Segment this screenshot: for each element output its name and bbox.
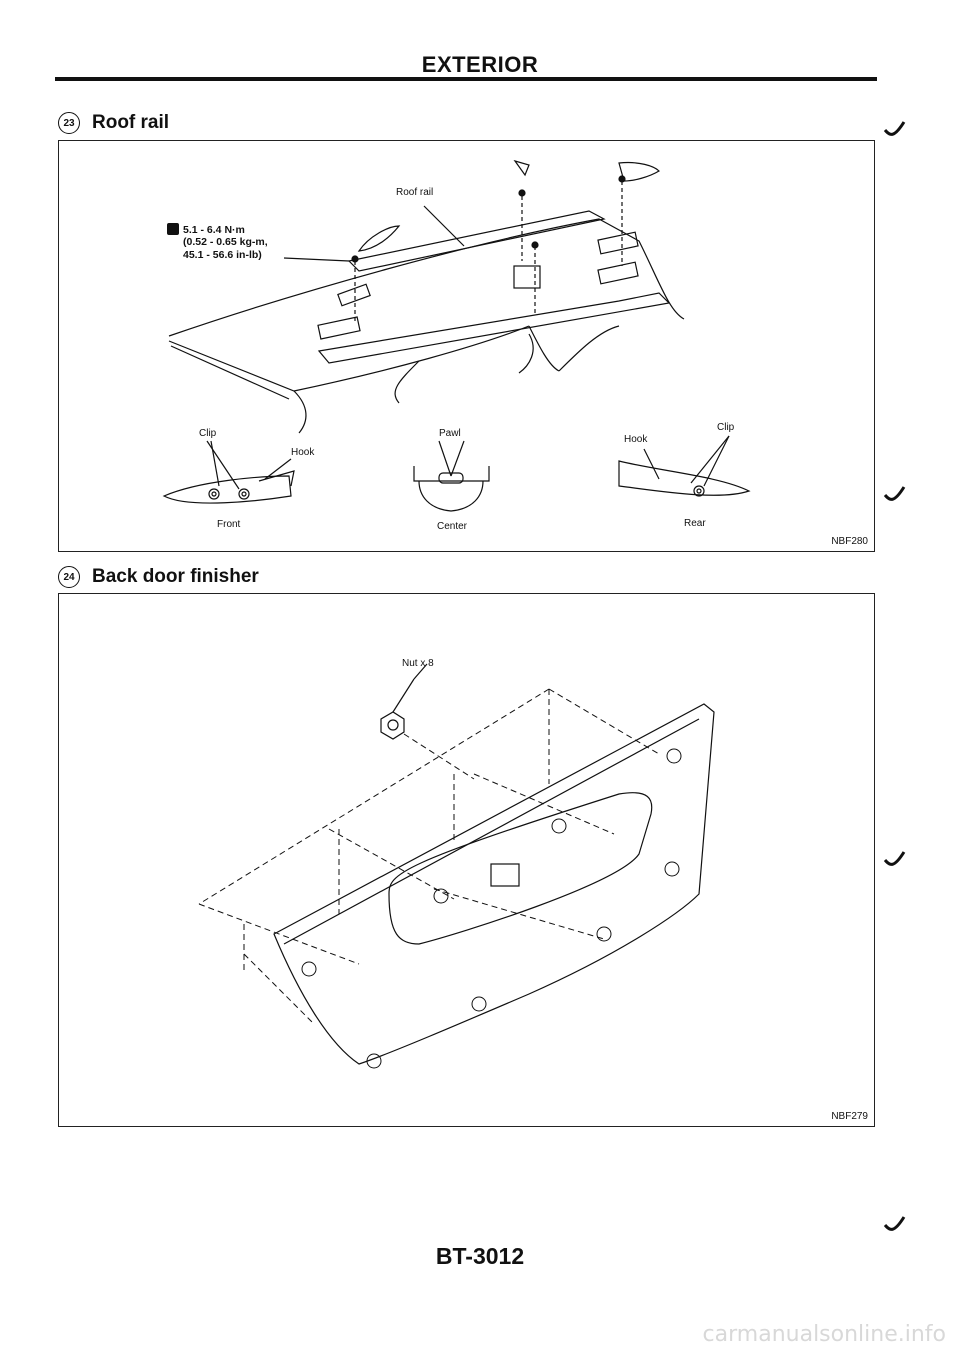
back-door-finisher-drawing: [198, 663, 715, 1069]
torque-spec-line-2: (0.52 - 0.65 kg-m,: [183, 236, 268, 248]
label-clip-rear: Clip: [717, 422, 735, 433]
section-title: Back door finisher: [92, 566, 259, 587]
checkmark-icon: [883, 121, 906, 136]
label-pawl: Pawl: [439, 428, 461, 439]
checkmark-icon: [883, 851, 906, 866]
header-rule: [55, 77, 877, 81]
figure-code: NBF279: [831, 1111, 868, 1122]
label-roof-rail: Roof rail: [396, 187, 434, 198]
roof-rail-figure: Roof rail 5.1 - 6.4 N·m (0.52 - 0.65 kg-…: [58, 140, 875, 552]
torque-spec-line-1: 5.1 - 6.4 N·m: [167, 223, 245, 236]
label-rear: Rear: [684, 518, 706, 529]
section-title: Roof rail: [92, 112, 170, 133]
label-front: Front: [217, 519, 241, 530]
label-hook-front: Hook: [291, 447, 315, 458]
back-door-finisher-figure: Nut x 8 NBF279: [58, 593, 875, 1127]
torque-wrench-icon: [167, 223, 179, 235]
checkmark-icon: [883, 486, 906, 501]
torque-spec-line-3: 45.1 - 56.6 in-lb): [183, 249, 262, 261]
section-number-badge: 24: [58, 566, 80, 588]
label-center: Center: [437, 521, 468, 532]
roof-rail-drawing: [162, 159, 751, 512]
label-hook-rear: Hook: [624, 434, 648, 445]
label-nut: Nut x 8: [402, 658, 434, 669]
checkmark-icon: [883, 1216, 906, 1231]
page-number: BT-3012: [435, 1243, 525, 1269]
watermark: carmanualsonline.info: [702, 1322, 946, 1347]
label-clip-front: Clip: [199, 428, 217, 439]
section-heading-roof-rail: 23 Roof rail: [58, 112, 169, 134]
figure-code: NBF280: [831, 536, 868, 547]
page-title: EXTERIOR: [421, 52, 539, 77]
section-number-badge: 23: [58, 112, 80, 134]
section-heading-back-door-finisher: 24 Back door finisher: [58, 566, 259, 588]
